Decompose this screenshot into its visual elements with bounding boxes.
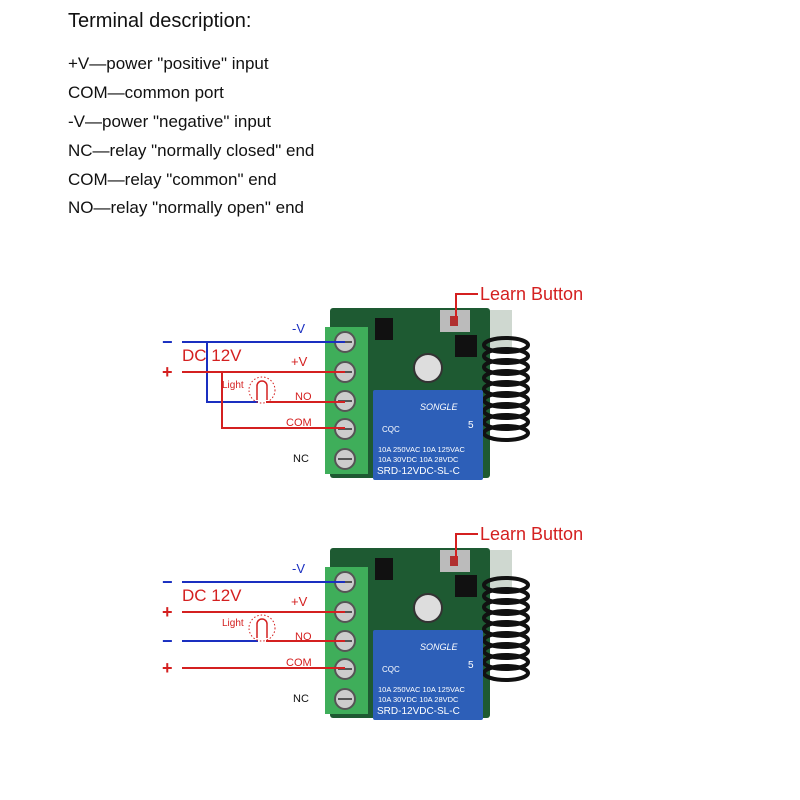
ic-chip (455, 335, 477, 357)
antenna-coil (482, 369, 530, 387)
wire-negative (206, 342, 258, 403)
learn-button-cap (450, 556, 458, 566)
learn-button-leader (455, 533, 478, 560)
receiver-module (490, 550, 512, 590)
transistor (375, 318, 393, 340)
plus-sign: + (162, 362, 173, 382)
relay-ratings: 10A 30VDC 10A 28VDC (378, 695, 459, 704)
pin-label: COM (286, 417, 312, 429)
antenna-coil (482, 402, 530, 420)
plus-sign: + (162, 602, 173, 622)
pin-label: NO (295, 391, 312, 403)
light-glow (248, 614, 276, 642)
antenna-coil (482, 424, 530, 442)
receiver-module (490, 310, 512, 350)
terminal-desc: NC—relay "normally closed" end (68, 141, 315, 160)
ic-chip (455, 575, 477, 597)
relay-ratings: 10A 250VAC 10A 125VAC (378, 685, 465, 694)
light-glow (248, 376, 276, 404)
minus-sign: − (162, 572, 173, 592)
relay-cert: CQC (382, 425, 400, 434)
terminal-desc: +V—power "positive" input (68, 54, 269, 73)
page-title: Terminal description: (68, 10, 252, 32)
antenna-coil (482, 336, 530, 354)
antenna-coil (482, 664, 530, 682)
wire-com (221, 372, 345, 429)
learn-button-label: Learn Button (480, 524, 583, 544)
antenna-coil (482, 609, 530, 627)
antenna-coil (482, 358, 530, 376)
relay-ratings: 10A 250VAC 10A 125VAC (378, 445, 465, 454)
terminal-desc: COM—common port (68, 83, 224, 102)
antenna-coil (482, 598, 530, 616)
relay-ul: 5 (468, 660, 474, 671)
antenna-coil (482, 631, 530, 649)
plus-sign: + (162, 658, 173, 678)
relay-model: SRD-12VDC-SL-C (377, 706, 460, 717)
terminal-desc: NO—relay "normally open" end (68, 198, 305, 217)
terminal-desc: COM—relay "common" end (68, 170, 277, 189)
antenna-coil (482, 391, 530, 409)
supply-label: DC 12V (182, 346, 242, 365)
relay-ul: 5 (468, 420, 474, 431)
antenna-coil (482, 653, 530, 671)
capacitor (413, 353, 443, 383)
pin-label: +V (291, 594, 308, 609)
antenna-coil (482, 347, 530, 365)
pin-label: -V (292, 321, 305, 336)
learn-button-label: Learn Button (480, 284, 583, 304)
learn-button-cap (450, 316, 458, 326)
pin-label: COM (286, 657, 312, 669)
antenna-coil (482, 413, 530, 431)
light-bulb-icon (256, 380, 268, 400)
terminal-desc: -V—power "negative" input (68, 112, 271, 131)
pin-label: NC (293, 693, 309, 705)
relay-cert: CQC (382, 665, 400, 674)
antenna-coil (482, 576, 530, 594)
pin-label: NC (293, 453, 309, 465)
learn-button-leader (455, 293, 478, 320)
antenna-coil (482, 587, 530, 605)
relay (373, 390, 483, 480)
antenna-coil (482, 642, 530, 660)
relay-model: SRD-12VDC-SL-C (377, 466, 460, 477)
antenna-coil (482, 620, 530, 638)
relay-brand: SONGLE (420, 642, 459, 652)
relay-brand: SONGLE (420, 402, 459, 412)
relay-ratings: 10A 30VDC 10A 28VDC (378, 455, 459, 464)
light-label: Light (222, 380, 244, 391)
light-label: Light (222, 618, 244, 629)
minus-sign: − (162, 631, 173, 651)
light-bulb-icon (256, 618, 268, 638)
transistor (375, 558, 393, 580)
pin-label: +V (291, 354, 308, 369)
minus-sign: − (162, 332, 173, 352)
pin-label: -V (292, 561, 305, 576)
capacitor (413, 593, 443, 623)
relay (373, 630, 483, 720)
antenna-coil (482, 380, 530, 398)
supply-label: DC 12V (182, 586, 242, 605)
